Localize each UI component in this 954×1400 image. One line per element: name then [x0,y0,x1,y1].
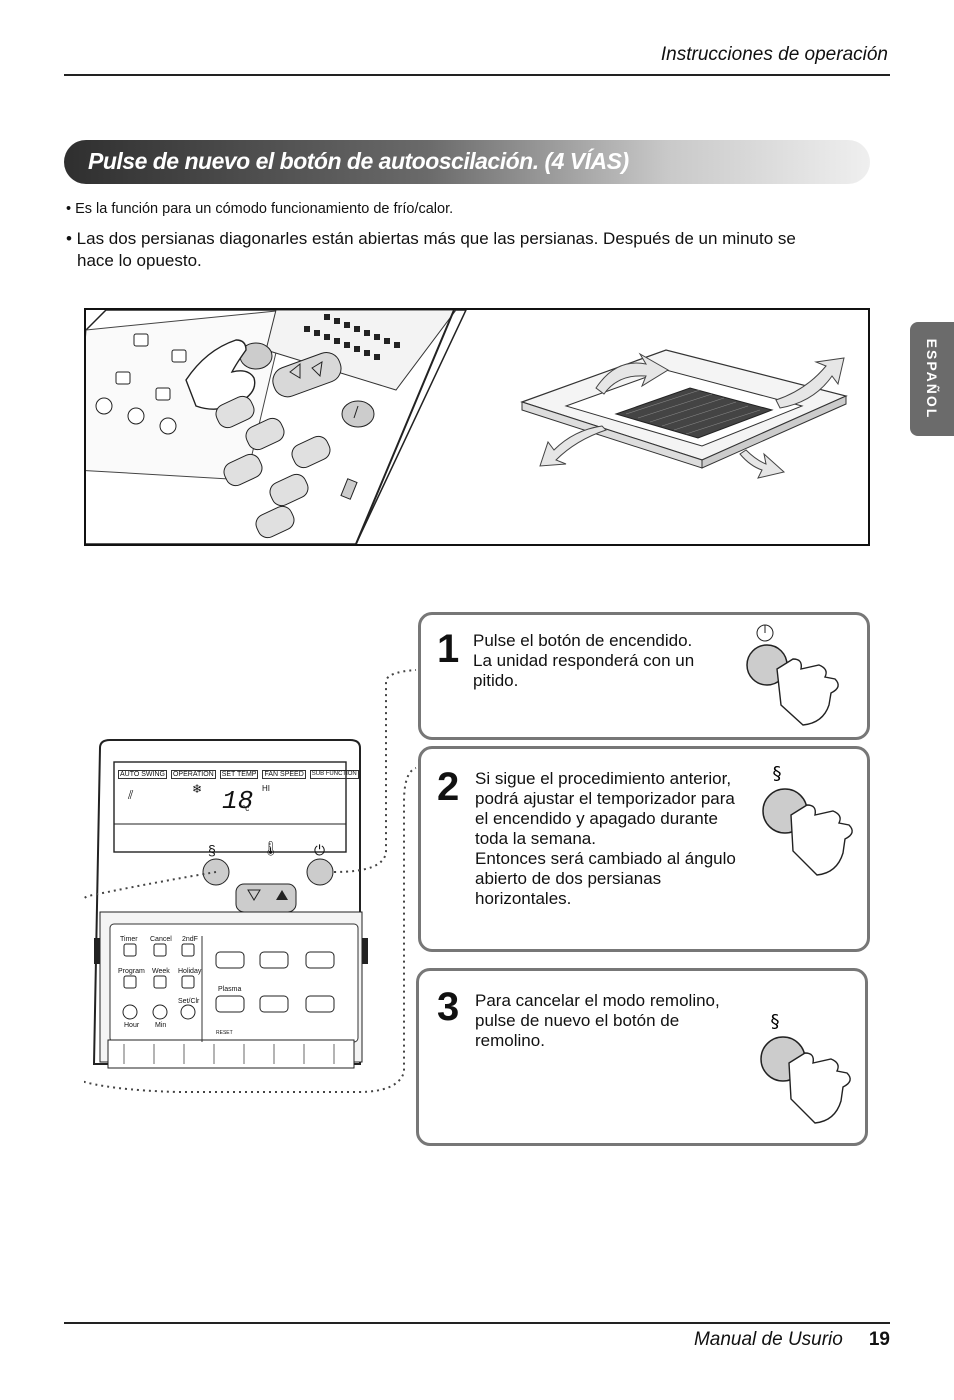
step-3-box: 3 Para cancelar el modo remolino, pulse … [416,968,868,1146]
step-3-line-3: remolino. [475,1031,545,1050]
label-min: Min [155,1022,167,1029]
lcd-label-row: AUTO SWING OPERATION SET TEMP FAN SPEED … [118,770,359,779]
step-1-line-1: Pulse el botón de encendido. [473,631,693,650]
power-icon: ⏻ [314,842,326,858]
step-1-line-2: La unidad responderá con un [473,651,695,670]
step-1-number: 1 [437,627,460,671]
step-2-line-7: horizontales. [475,889,572,908]
label-week: Week [152,968,170,975]
dotted-connectors [84,669,417,1093]
footer-manual: Manual de Usurio [693,1329,843,1350]
bullet-louvers: • Las dos persianas diagonarles están ab… [66,228,866,272]
label-holiday: Holiday [178,968,202,975]
label-hour: Hour [124,1022,140,1029]
step-2-line-6: abierto de dos persianas [475,869,662,888]
lcd-temp-unit: °c [242,804,250,813]
lcd-label-auto-swing: AUTO SWING [118,770,167,779]
label-plasma: Plasma [218,986,242,993]
step-2-line-3: el encendido y apagado durante [475,809,718,828]
footer-rule [64,1322,890,1324]
bullet-louvers-line1: • Las dos persianas diagonarles están ab… [66,229,796,248]
step-2-number: 2 [437,765,460,809]
lcd-label-operation: OPERATION [170,770,216,779]
swing-button-cancel-illustration: § [760,1011,851,1124]
svg-text:§: § [771,1011,780,1032]
swing-button-icon: § [208,842,216,858]
remote-control-body [92,739,368,1069]
svg-text:§: § [773,763,782,784]
step-3-text: Para cancelar el modo remolino, pulse de… [475,991,720,1051]
power-button-press-illustration [746,624,839,726]
remote-control-figure: AUTO SWING OPERATION SET TEMP FAN SPEED … [84,738,402,1086]
remote-and-cassette-illustration [86,310,848,544]
step-3-line-2: pulse de nuevo el botón de [475,1011,680,1030]
section-banner: Pulse de nuevo el botón de autooscilació… [64,140,870,184]
lcd-fan-level: HI [262,784,270,793]
label-cancel: Cancel [150,936,172,943]
label-set-clr: Set/Clr [178,998,200,1005]
step-1-text: Pulse el botón de encendido. La unidad r… [473,631,694,691]
bullet-comfort: • Es la función para un cómodo funcionam… [66,201,454,217]
footer: Manual de Usurio 19 [694,1329,890,1351]
lcd-label-set-temp: SET TEMP [219,770,259,779]
label-timer: Timer [120,936,138,943]
lcd-label-sub-function: SUB FUNCTION [309,770,359,779]
step-3-number: 3 [437,985,460,1029]
step-2-line-4: toda la semana. [475,829,596,848]
header-rule [64,74,890,76]
snowflake-icon: ❄ [192,782,203,796]
step-2-line-1: Si sigue el procedimiento anterior, [475,769,732,788]
step-1-box: 1 Pulse el botón de encendido. La unidad… [418,612,870,740]
swing-icon: ⫽ [128,788,134,802]
swing-button-press-illustration: § [762,763,853,876]
lcd-temperature: 18 [222,786,254,816]
language-tab-label: ESPAÑOL [924,338,940,420]
label-2ndf: 2ndF [182,936,198,943]
step-2-text: Si sigue el procedimiento anterior, podr… [475,769,736,909]
footer-page-number: 19 [868,1329,890,1350]
step-2-line-2: podrá ajustar el temporizador para [475,789,735,808]
bullet-louvers-line2: hace lo opuesto. [77,251,202,270]
language-tab: ESPAÑOL [910,322,954,436]
illustration-frame [84,308,870,546]
step-2-box: 2 Si sigue el procedimiento anterior, po… [418,746,870,952]
section-title: Pulse de nuevo el botón de autooscilació… [88,148,629,174]
step-1-line-3: pitido. [473,671,519,690]
lcd-label-fan-speed: FAN SPEED [262,770,306,779]
label-reset: RESET [216,1030,233,1036]
step-2-line-5: Entonces será cambiado al ángulo [475,849,736,868]
label-program: Program [118,968,145,975]
step-3-line-1: Para cancelar el modo remolino, [475,991,720,1010]
header-title: Instrucciones de operación [660,44,888,65]
thermometer-icon: 🌡 [262,840,280,856]
